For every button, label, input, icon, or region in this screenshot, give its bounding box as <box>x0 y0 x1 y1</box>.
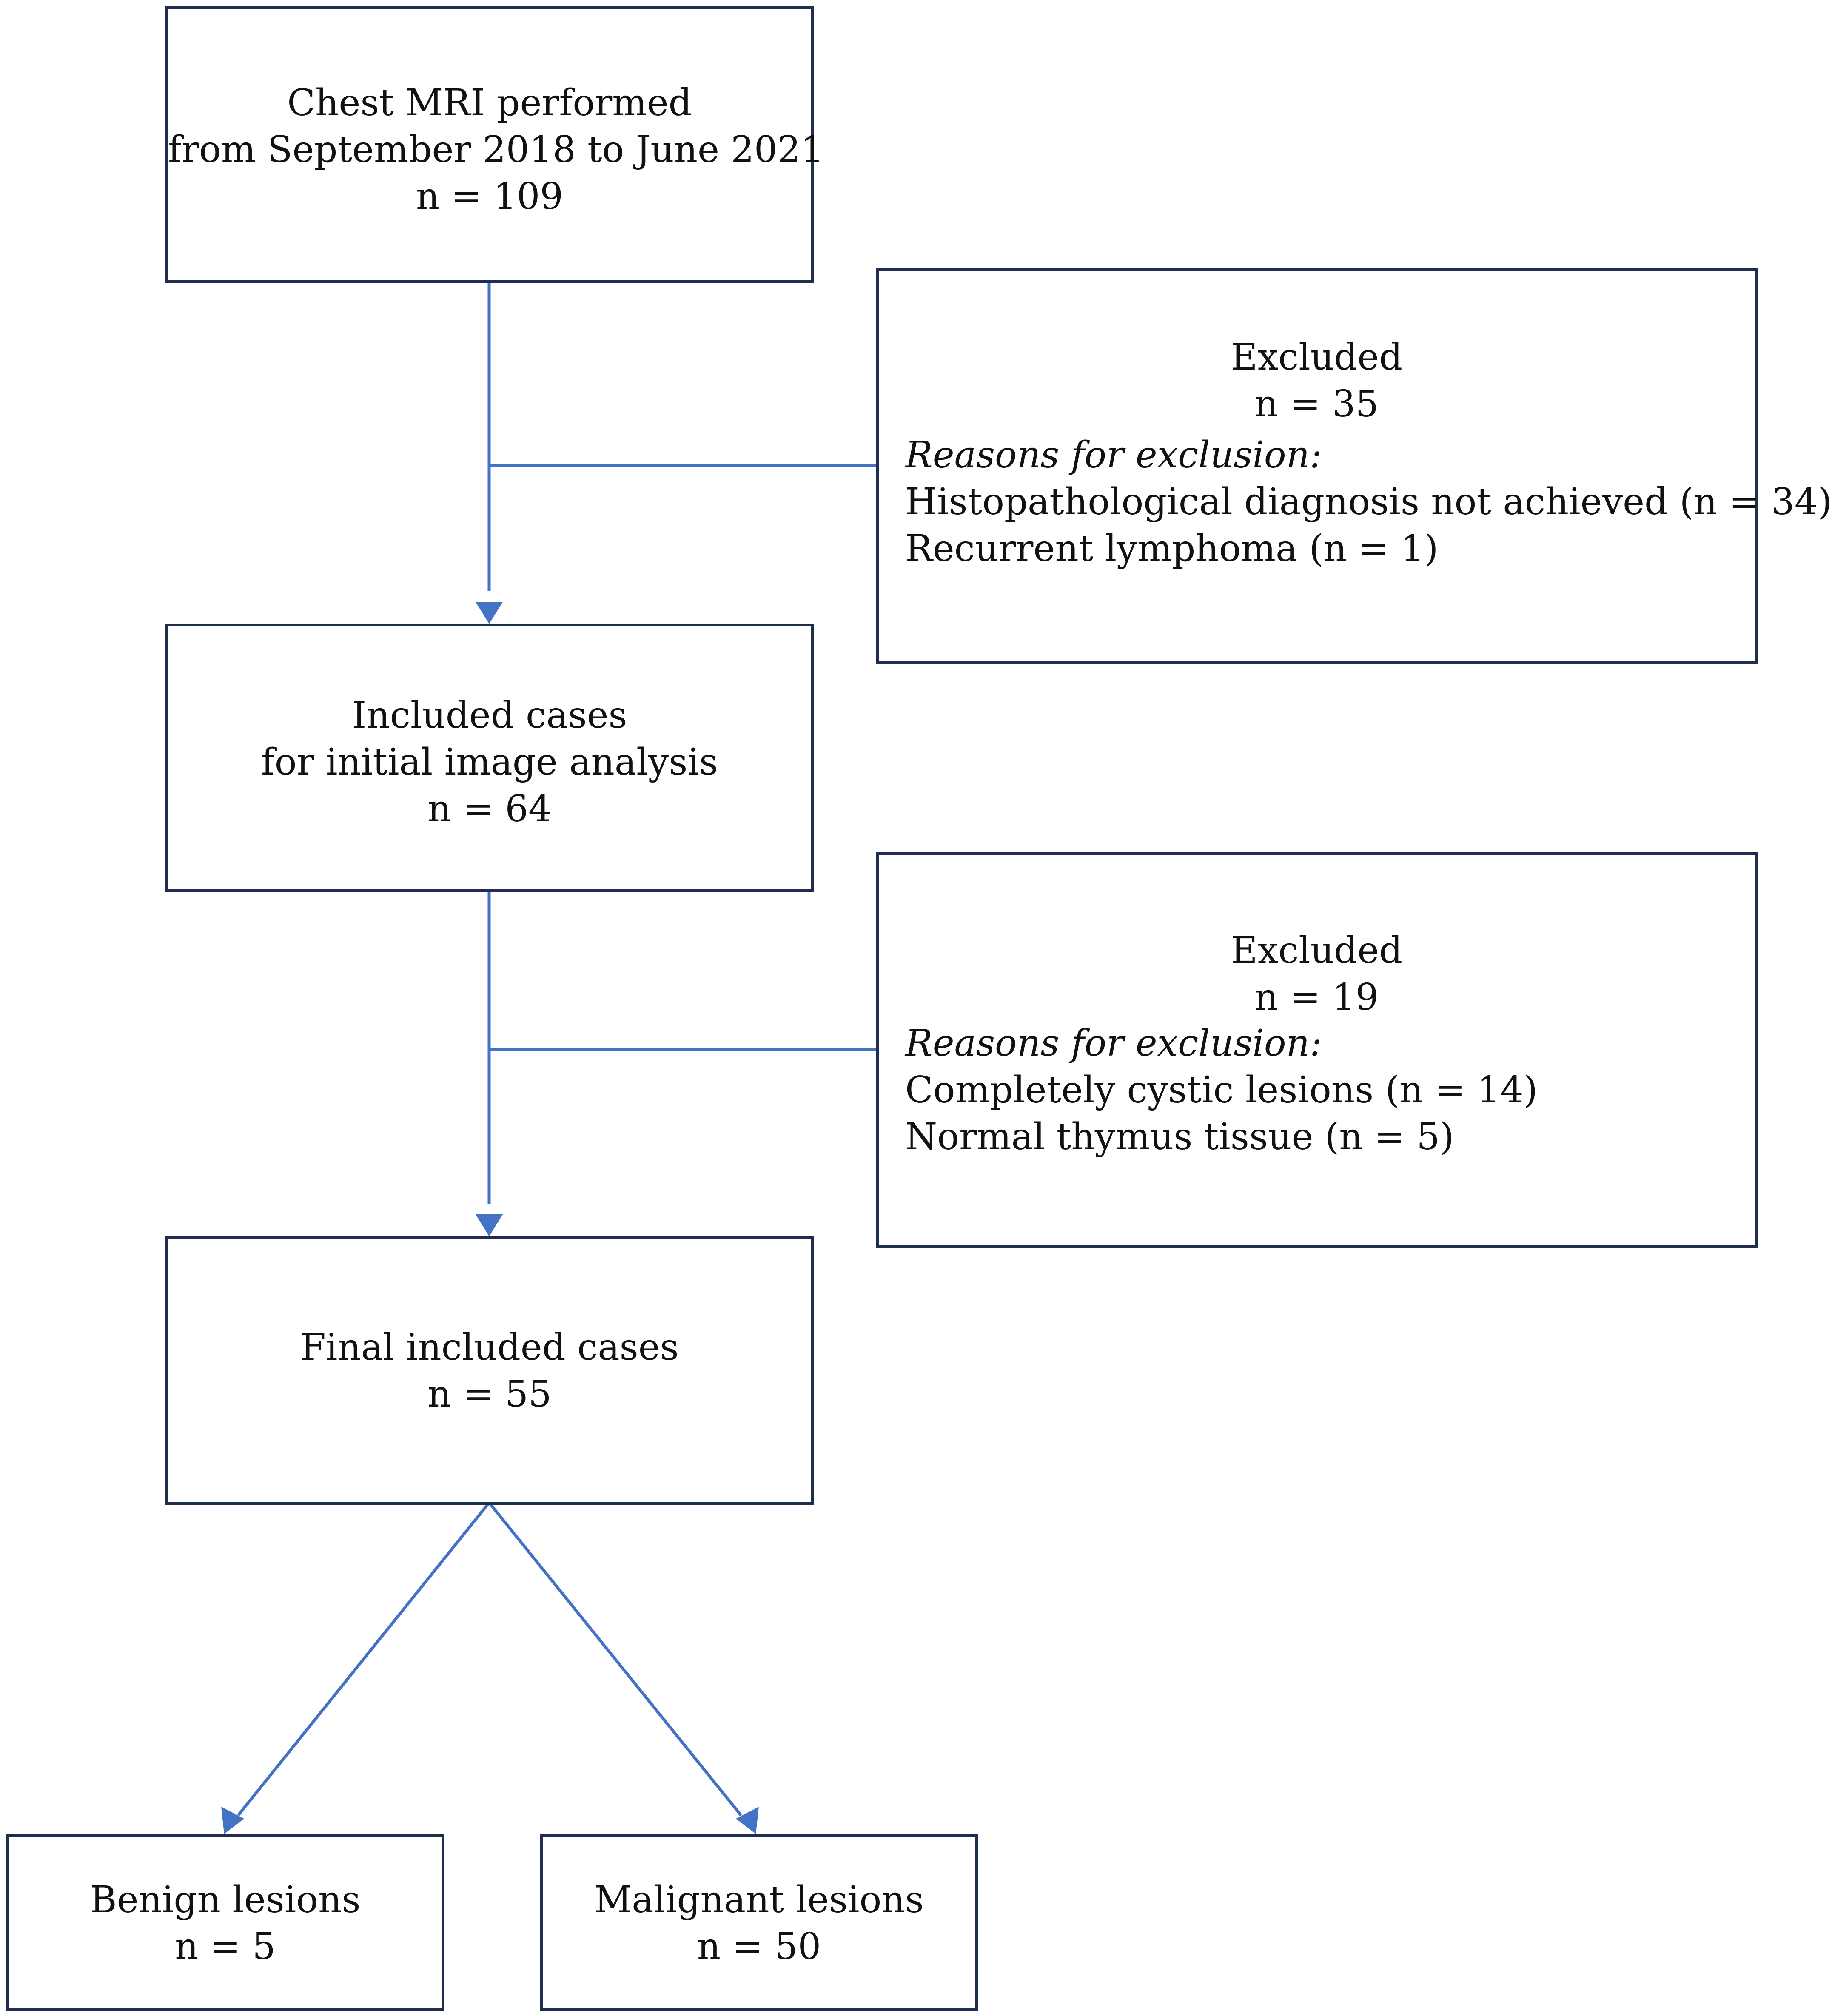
box-mri-performed: Chest MRI performed from September 2018 … <box>165 6 824 283</box>
exclusion-2-reason: Normal thymus tissue (n = 5) <box>905 1116 1454 1158</box>
box-final-count: n = 55 <box>427 1373 552 1415</box>
box-mri-count: n = 109 <box>416 175 564 218</box>
box-mri-line2: from September 2018 to June 2021 <box>168 128 824 171</box>
box-initial-count: n = 64 <box>427 788 552 830</box>
exclusion-2-count: n = 19 <box>1254 976 1379 1019</box>
box-initial-analysis: Included cases for initial image analysi… <box>165 624 814 892</box>
box-final-included: Final included cases n = 55 <box>165 1236 814 1505</box>
box-mri-line1: Chest MRI performed <box>287 82 692 124</box>
connector-final-to-malignant <box>488 1501 742 1817</box>
exclusion-1-count: n = 35 <box>1254 383 1379 425</box>
exclusion-1-reasons-heading: Reasons for exclusion: <box>905 434 1322 476</box>
box-benign-count: n = 5 <box>175 1925 276 1968</box>
box-exclusion-1: Excluded n = 35 Reasons for exclusion: H… <box>876 268 1832 664</box>
connector-final-to-benign <box>237 1501 490 1817</box>
box-initial-line2: for initial image analysis <box>261 741 718 783</box>
exclusion-2-title: Excluded <box>1231 929 1403 972</box>
flowchart: Chest MRI performed from September 2018 … <box>6 6 1832 2011</box>
exclusion-2-reason: Completely cystic lesions (n = 14) <box>905 1069 1538 1111</box>
exclusion-2-reasons-heading: Reasons for exclusion: <box>905 1022 1322 1065</box>
arrowhead-benign <box>221 1807 244 1834</box>
arrowhead-final <box>476 1214 503 1236</box>
box-malignant-lesions: Malignant lesions n = 50 <box>540 1834 978 2011</box>
exclusion-1-reason: Recurrent lymphoma (n = 1) <box>905 527 1439 570</box>
arrowhead-initial <box>476 602 503 624</box>
box-malignant-count: n = 50 <box>697 1925 821 1968</box>
box-final-line1: Final included cases <box>300 1326 679 1369</box>
connector-layer <box>221 281 877 1834</box>
box-benign-lesions: Benign lesions n = 5 <box>6 1834 444 2011</box>
box-initial-line1: Included cases <box>352 694 627 737</box>
arrowhead-malignant <box>736 1807 759 1834</box>
exclusion-1-title: Excluded <box>1231 336 1403 379</box>
box-benign-line1: Benign lesions <box>90 1879 361 1921</box>
exclusion-1-reason: Histopathological diagnosis not achieved… <box>905 481 1832 523</box>
box-malignant-line1: Malignant lesions <box>594 1879 924 1921</box>
box-exclusion-2: Excluded n = 19 Reasons for exclusion: C… <box>876 852 1758 1248</box>
